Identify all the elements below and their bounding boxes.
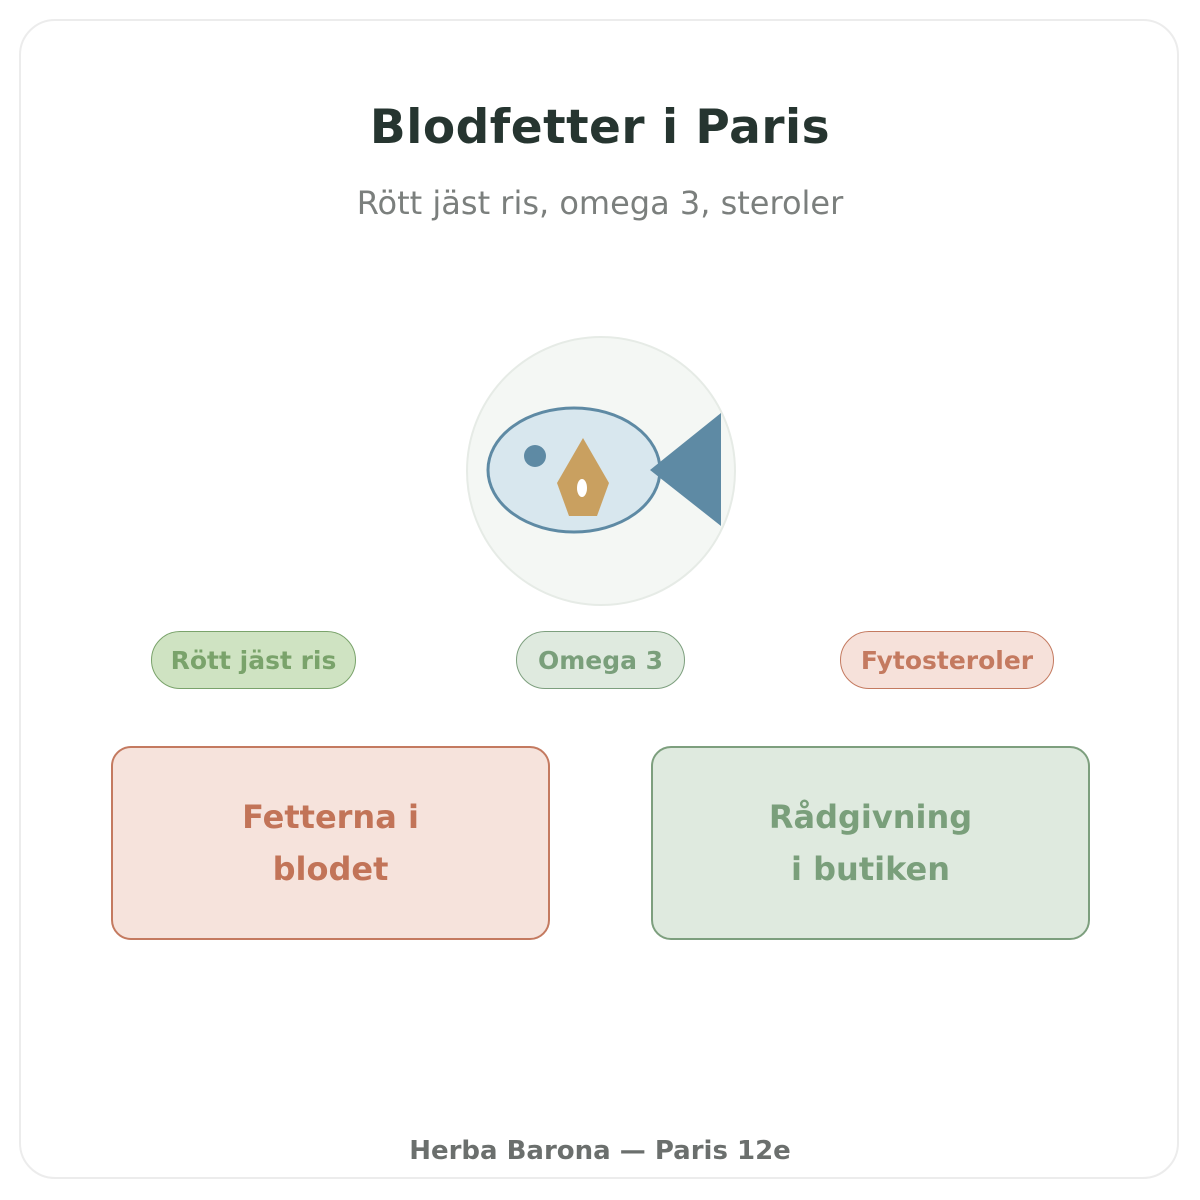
fish-tail — [650, 413, 721, 526]
card-blood-fats: Fetterna i blodet — [111, 746, 550, 940]
capsule-highlight — [577, 479, 587, 497]
card-advice-line1: Rådgivning — [768, 798, 973, 836]
page-title: Blodfetter i Paris — [369, 100, 831, 155]
card-advice-line2: i butiken — [791, 850, 950, 888]
tag-phytosterols: Fytosteroler — [840, 631, 1054, 689]
fish-eye — [524, 445, 546, 467]
tag-omega-3: Omega 3 — [516, 631, 685, 689]
tag-red-yeast-rice: Rött jäst ris — [151, 631, 356, 689]
card-advice: Rådgivning i butiken — [651, 746, 1090, 940]
card-blood-fats-line2: blodet — [272, 850, 389, 888]
fish-icon — [466, 336, 736, 606]
footer-store: Herba Barona — Paris 12e — [409, 1136, 791, 1166]
card-blood-fats-line1: Fetterna i — [242, 798, 419, 836]
page-subtitle: Rött jäst ris, omega 3, steroler — [356, 184, 844, 222]
omega-capsule-icon — [557, 438, 609, 516]
fish-illustration — [465, 335, 737, 607]
